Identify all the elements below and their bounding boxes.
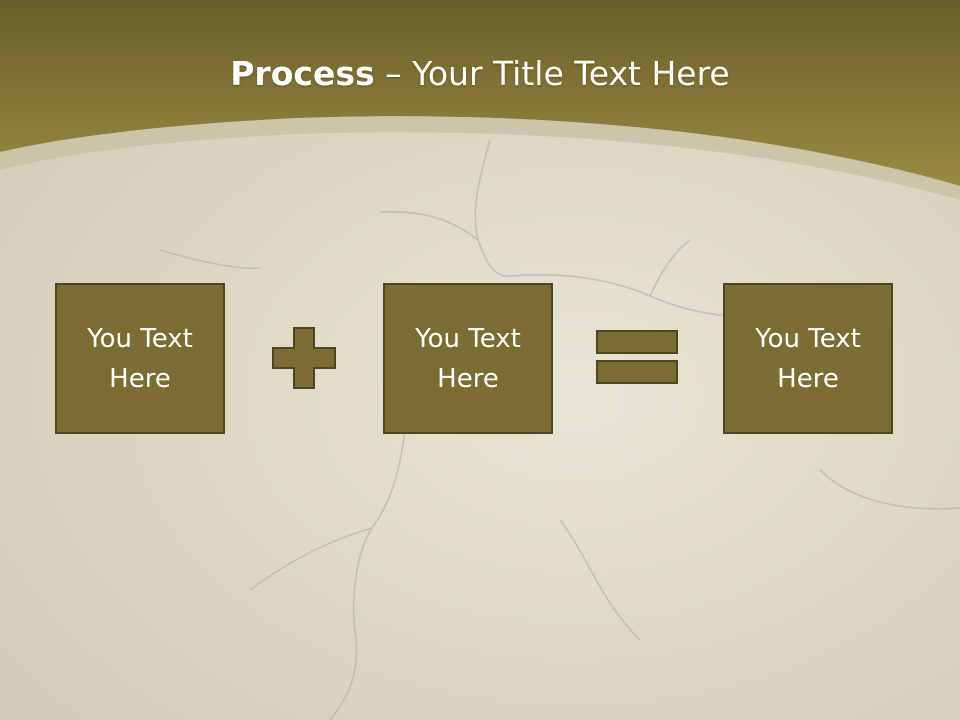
header-swoosh [0,116,960,200]
text-box-2-label: You Text Here [415,323,521,394]
crack-lines [159,139,960,720]
text-box-3-label: You Text Here [755,323,861,394]
title-rest: – Your Title Text Here [374,54,730,93]
title-bold: Process [230,54,375,93]
text-box-1-label: You Text Here [87,323,193,394]
text-box-1[interactable]: You Text Here [55,283,225,434]
header-band [0,0,960,186]
slide-title: Process – Your Title Text Here [0,52,960,96]
plus-icon [272,327,336,389]
text-box-2[interactable]: You Text Here [383,283,553,434]
equals-icon [596,330,678,384]
text-box-3[interactable]: You Text Here [723,283,893,434]
